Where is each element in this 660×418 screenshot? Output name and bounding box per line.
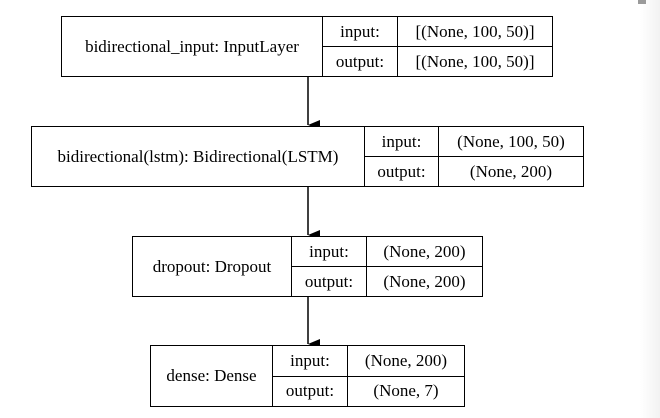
output-shape: (None, 200) (383, 271, 466, 291)
frame-edge (640, 0, 660, 418)
input-shape: (None, 200) (348, 346, 464, 377)
frame-dot (638, 0, 646, 4)
io-shapes: [(None, 100, 50)] [(None, 100, 50)] (398, 17, 552, 76)
input-label: input: (292, 237, 366, 267)
layer-node-lstm: bidirectional(lstm): Bidirectional(LSTM)… (31, 126, 584, 187)
io-labels: input: output: (292, 237, 367, 296)
output-shape: [(None, 100, 50)] (415, 51, 535, 71)
layer-name: dropout: Dropout (133, 237, 292, 296)
layer-node-dropout: dropout: Dropout input: output: (None, 2… (132, 236, 483, 297)
io-labels: input: output: (323, 17, 398, 76)
output-label: output: (304, 271, 354, 291)
io-labels: input: output: (365, 127, 439, 186)
input-label: input: (365, 127, 438, 157)
layer-name: bidirectional_input: InputLayer (62, 17, 323, 76)
io-labels: input: output: (273, 346, 348, 406)
input-label: input: (323, 17, 397, 47)
output-label: output: (377, 161, 426, 181)
output-label: output: (335, 51, 385, 71)
layer-name: bidirectional(lstm): Bidirectional(LSTM) (32, 127, 365, 186)
io-shapes: (None, 100, 50) (None, 200) (439, 127, 583, 186)
output-shape: (None, 200) (469, 161, 553, 181)
output-shape: (None, 7) (373, 381, 439, 401)
io-shapes: (None, 200) (None, 200) (367, 237, 482, 296)
output-label: output: (285, 381, 335, 401)
input-shape: (None, 100, 50) (439, 127, 583, 157)
io-shapes: (None, 200) (None, 7) (348, 346, 464, 406)
input-shape: (None, 200) (367, 237, 482, 267)
layer-node-dense: dense: Dense input: output: (None, 200) … (150, 345, 465, 407)
input-label: input: (273, 346, 347, 377)
layer-name: dense: Dense (151, 346, 273, 406)
input-shape: [(None, 100, 50)] (398, 17, 552, 47)
layer-node-input: bidirectional_input: InputLayer input: o… (61, 16, 553, 77)
